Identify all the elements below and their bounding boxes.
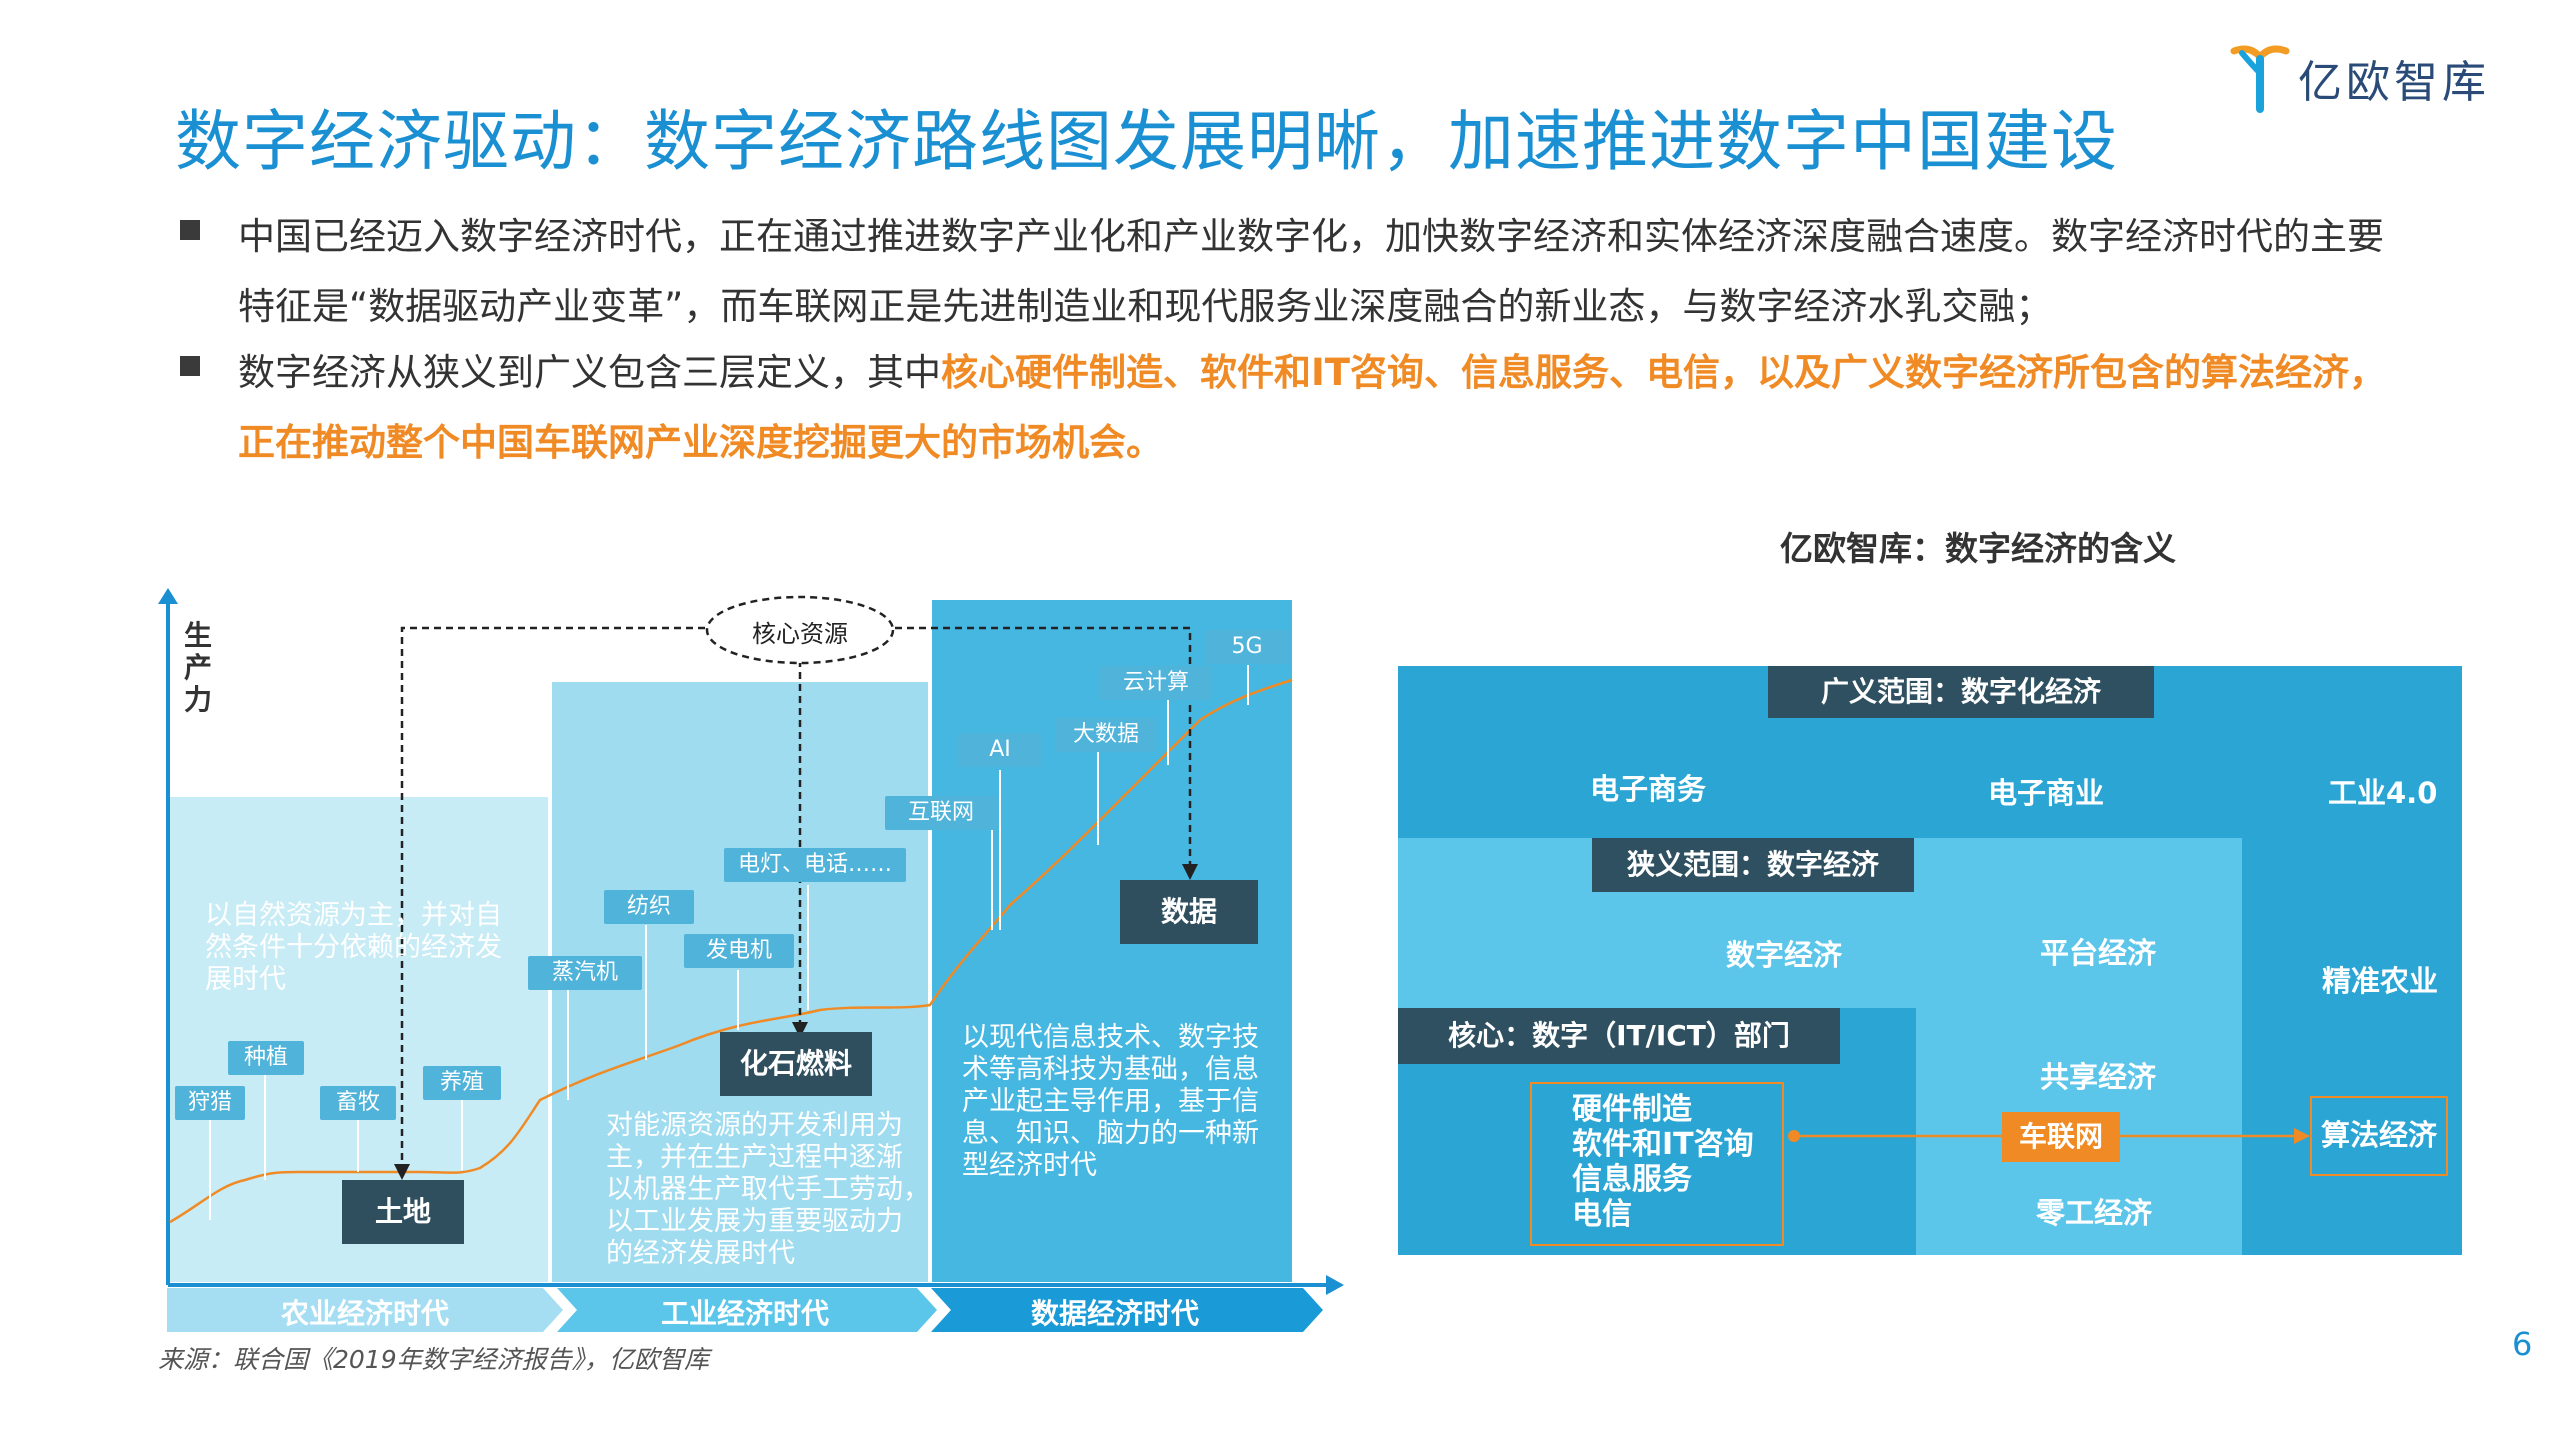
tag-textile: 纺织: [604, 890, 694, 924]
resource-land: 土地: [342, 1180, 464, 1244]
chevron-agriculture: [167, 1288, 563, 1332]
logo-icon: [2230, 45, 2290, 113]
bullet-marker: [180, 356, 200, 376]
broad-scope-header: 广义范围：数字化经济: [1768, 666, 2154, 718]
resource-data: 数据: [1120, 880, 1258, 944]
y-axis-label: 生 产 力: [182, 620, 214, 716]
era-label-agriculture: 农业经济时代: [280, 1297, 449, 1330]
item-industry-4: 工业4.0: [2328, 776, 2438, 810]
era-label-data: 数据经济时代: [1030, 1297, 1199, 1330]
productivity-curve: [169, 678, 1293, 1224]
y-axis-char: 生: [183, 619, 212, 652]
core-resource-label: 核心资源: [752, 620, 848, 648]
desc-line: 以工业发展为重要驱动力: [606, 1206, 903, 1237]
tag-planting: 种植: [228, 1041, 304, 1075]
tag-hunting: 狩猎: [175, 1086, 245, 1120]
connector-lines: [1788, 1128, 2310, 1144]
bullet-1-line-1: 中国已经迈入数字经济时代，正在通过推进数字产业化和产业数字化，加快数字经济和实体…: [238, 215, 2384, 258]
tag-lamp-phone: 电灯、电话……: [724, 848, 906, 882]
tag-ai: AI: [958, 733, 1042, 767]
tag-big-data: 大数据: [1056, 718, 1156, 752]
desc-line: 主，并在生产过程中逐渐: [606, 1142, 903, 1173]
item-e-commerce: 电子商务: [1590, 772, 1707, 806]
core-item-info-service: 信息服务: [1572, 1162, 1692, 1197]
tag-internet: 互联网: [885, 796, 997, 830]
core-scope-header: 核心：数字（IT/ICT）部门: [1398, 1008, 1840, 1064]
connector-dot: [1788, 1130, 1800, 1142]
logo: 亿欧智库: [2230, 38, 2490, 118]
page-number: 6: [2512, 1325, 2533, 1363]
bullet-2-line-2: 正在推动整个中国车联网产业深度挖掘更大的市场机会。: [238, 421, 1163, 464]
tag-breeding: 养殖: [423, 1066, 501, 1100]
source-note: 来源：联合国《2019年数字经济报告》，亿欧智库: [158, 1345, 710, 1374]
bullet-marker: [180, 220, 200, 240]
chart-lines: [158, 588, 1344, 1295]
core-resource-ellipse: [705, 595, 895, 665]
item-digital-economy: 数字经济: [1726, 938, 1843, 972]
chevron-data: [931, 1288, 1323, 1332]
bullet-1-line-2: 特征是“数据驱动产业变革”，而车联网正是先进制造业和现代服务业深度融合的新业态，…: [238, 285, 2053, 328]
y-axis-arrow: [158, 588, 178, 604]
desc-line: 的经济发展时代: [606, 1238, 795, 1269]
desc-line: 术等高科技为基础，信息: [962, 1054, 1259, 1085]
era-desc-agriculture: 以自然资源为主，并对自 然条件十分依赖的经济发 展时代: [205, 900, 502, 996]
item-platform-economy: 平台经济: [2040, 936, 2157, 970]
diagram-subtitle: 亿欧智库：数字经济的含义: [1780, 529, 2176, 568]
item-e-business: 电子商业: [1988, 776, 2105, 810]
tag-steam-engine: 蒸汽机: [528, 956, 642, 990]
narrow-scope-header: 狭义范围：数字经济: [1592, 838, 1914, 892]
connector-arrow: [2294, 1128, 2310, 1144]
item-precision-agriculture: 精准农业: [2322, 964, 2439, 998]
y-axis-char: 力: [183, 683, 212, 716]
core-item-telecom: 电信: [1572, 1197, 1632, 1232]
resource-fossil-fuel: 化石燃料: [720, 1032, 872, 1096]
bullet-2-highlight: 核心硬件制造、软件和IT咨询、信息服务、电信，以及广义数字经济所包含的算法经济，: [941, 351, 2387, 394]
chevron-industry: [557, 1288, 937, 1332]
core-items: 硬件制造 软件和IT咨询 信息服务 电信: [1572, 1092, 1754, 1232]
core-item-hardware: 硬件制造: [1572, 1092, 1692, 1127]
era-chevrons: [167, 1288, 1323, 1332]
era-desc-industry: 对能源资源的开发利用为 主，并在生产过程中逐渐 以机器生产取代手工劳动， 以工业…: [606, 1110, 930, 1270]
item-gig-economy: 零工经济: [2036, 1196, 2153, 1230]
core-item-software: 软件和IT咨询: [1572, 1127, 1754, 1162]
tag-cloud: 云计算: [1100, 666, 1212, 700]
desc-line: 以现代信息技术、数字技: [962, 1022, 1259, 1053]
arrow-head: [1182, 864, 1198, 880]
desc-line: 展时代: [205, 964, 286, 995]
era-desc-data: 以现代信息技术、数字技 术等高科技为基础，信息 产业起主导作用，基于信 息、知识…: [962, 1022, 1259, 1182]
tag-stems: [209, 665, 1249, 1220]
desc-line: 以机器生产取代手工劳动，: [606, 1174, 930, 1205]
bullet-2-plain: 数字经济从狭义到广义包含三层定义，其中: [238, 351, 941, 394]
era-label-industry: 工业经济时代: [660, 1297, 829, 1330]
tag-generator: 发电机: [684, 934, 794, 968]
desc-line: 型经济时代: [962, 1150, 1097, 1181]
desc-line: 以自然资源为主，并对自: [205, 900, 502, 931]
bullet-2-line-1: 数字经济从狭义到广义包含三层定义，其中核心硬件制造、软件和IT咨询、信息服务、电…: [238, 342, 2386, 396]
arrow-head: [792, 1022, 808, 1038]
logo-text: 亿欧智库: [2298, 57, 2490, 108]
iov-label: 车联网: [2002, 1112, 2120, 1162]
page-title: 数字经济驱动：数字经济路线图发展明晰，加速推进数字中国建设: [175, 103, 2118, 180]
item-sharing-economy: 共享经济: [2040, 1060, 2157, 1094]
tag-5g: 5G: [1205, 630, 1289, 664]
x-axis-arrow: [1326, 1275, 1344, 1295]
desc-line: 然条件十分依赖的经济发: [205, 932, 502, 963]
core-resource-connectors: [400, 626, 1192, 1168]
arrow-head: [394, 1164, 410, 1180]
y-axis-char: 产: [183, 651, 212, 684]
desc-line: 产业起主导作用，基于信: [962, 1086, 1259, 1117]
tag-herding: 畜牧: [320, 1086, 396, 1120]
core-items-box: [1530, 1082, 1784, 1246]
desc-line: 对能源资源的开发利用为: [606, 1110, 903, 1141]
desc-line: 息、知识、脑力的一种新: [962, 1118, 1259, 1149]
algorithm-economy-box: 算法经济: [2310, 1096, 2448, 1176]
